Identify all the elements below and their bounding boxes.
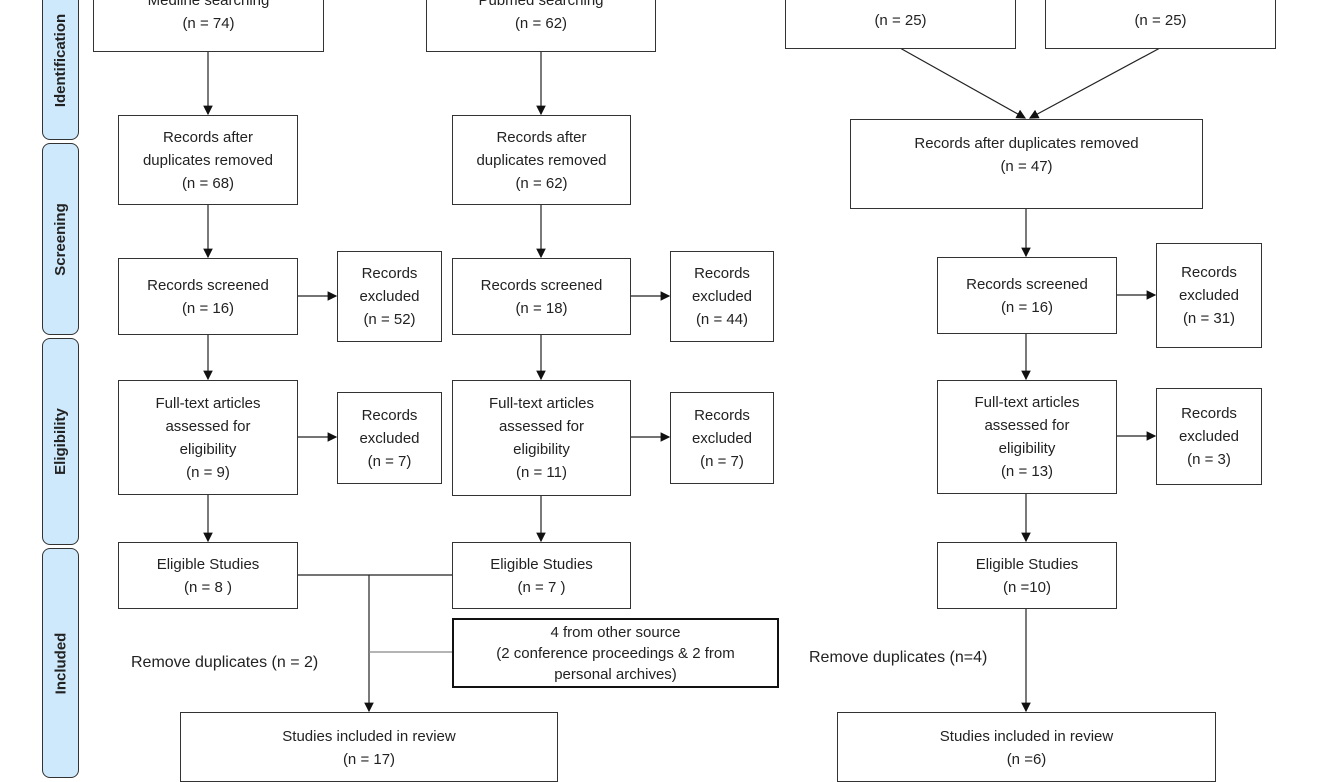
left-included-box: Studies included in review(n = 17) [180, 712, 558, 782]
left-screened-box: Records screened(n = 16) [118, 258, 298, 335]
other-source-box: 4 from other source(2 conference proceed… [452, 618, 779, 688]
pubmed-source-box: Pubmed searching(n = 62) [426, 0, 656, 52]
stage-label: Included [52, 632, 70, 694]
left-eligible-box: Eligible Studies(n = 8 ) [118, 542, 298, 609]
right-source-b-box: (n = 25) [1045, 0, 1276, 49]
stage-eligibility: Eligibility [42, 338, 79, 545]
right-after-duplicates-box: Records after duplicates removed(n = 47) [850, 119, 1203, 209]
left-remove-duplicates-note: Remove duplicates (n = 2) [131, 654, 319, 671]
stage-screening: Screening [42, 143, 79, 335]
middle-eligible-box: Eligible Studies(n = 7 ) [452, 542, 631, 609]
right-eligible-box: Eligible Studies(n =10) [937, 542, 1117, 609]
stage-label: Eligibility [52, 408, 69, 475]
stage-label: Identification [52, 13, 69, 107]
medline-source-box: Medline searching(n = 74) [93, 0, 324, 52]
right-source-a-box: (n = 25) [785, 0, 1016, 49]
stage-identification: Identification [42, 0, 79, 140]
right-remove-duplicates-note: Remove duplicates (n=4) [809, 649, 988, 666]
right-screened-box: Records screened(n = 16) [937, 257, 1117, 334]
stage-label: Screening [52, 202, 69, 276]
connector-lines [203, 47, 1161, 713]
stage-included: Included [42, 548, 79, 778]
right-included-box: Studies included in review(n =6) [837, 712, 1216, 782]
middle-screened-box: Records screened(n = 18) [452, 258, 631, 335]
